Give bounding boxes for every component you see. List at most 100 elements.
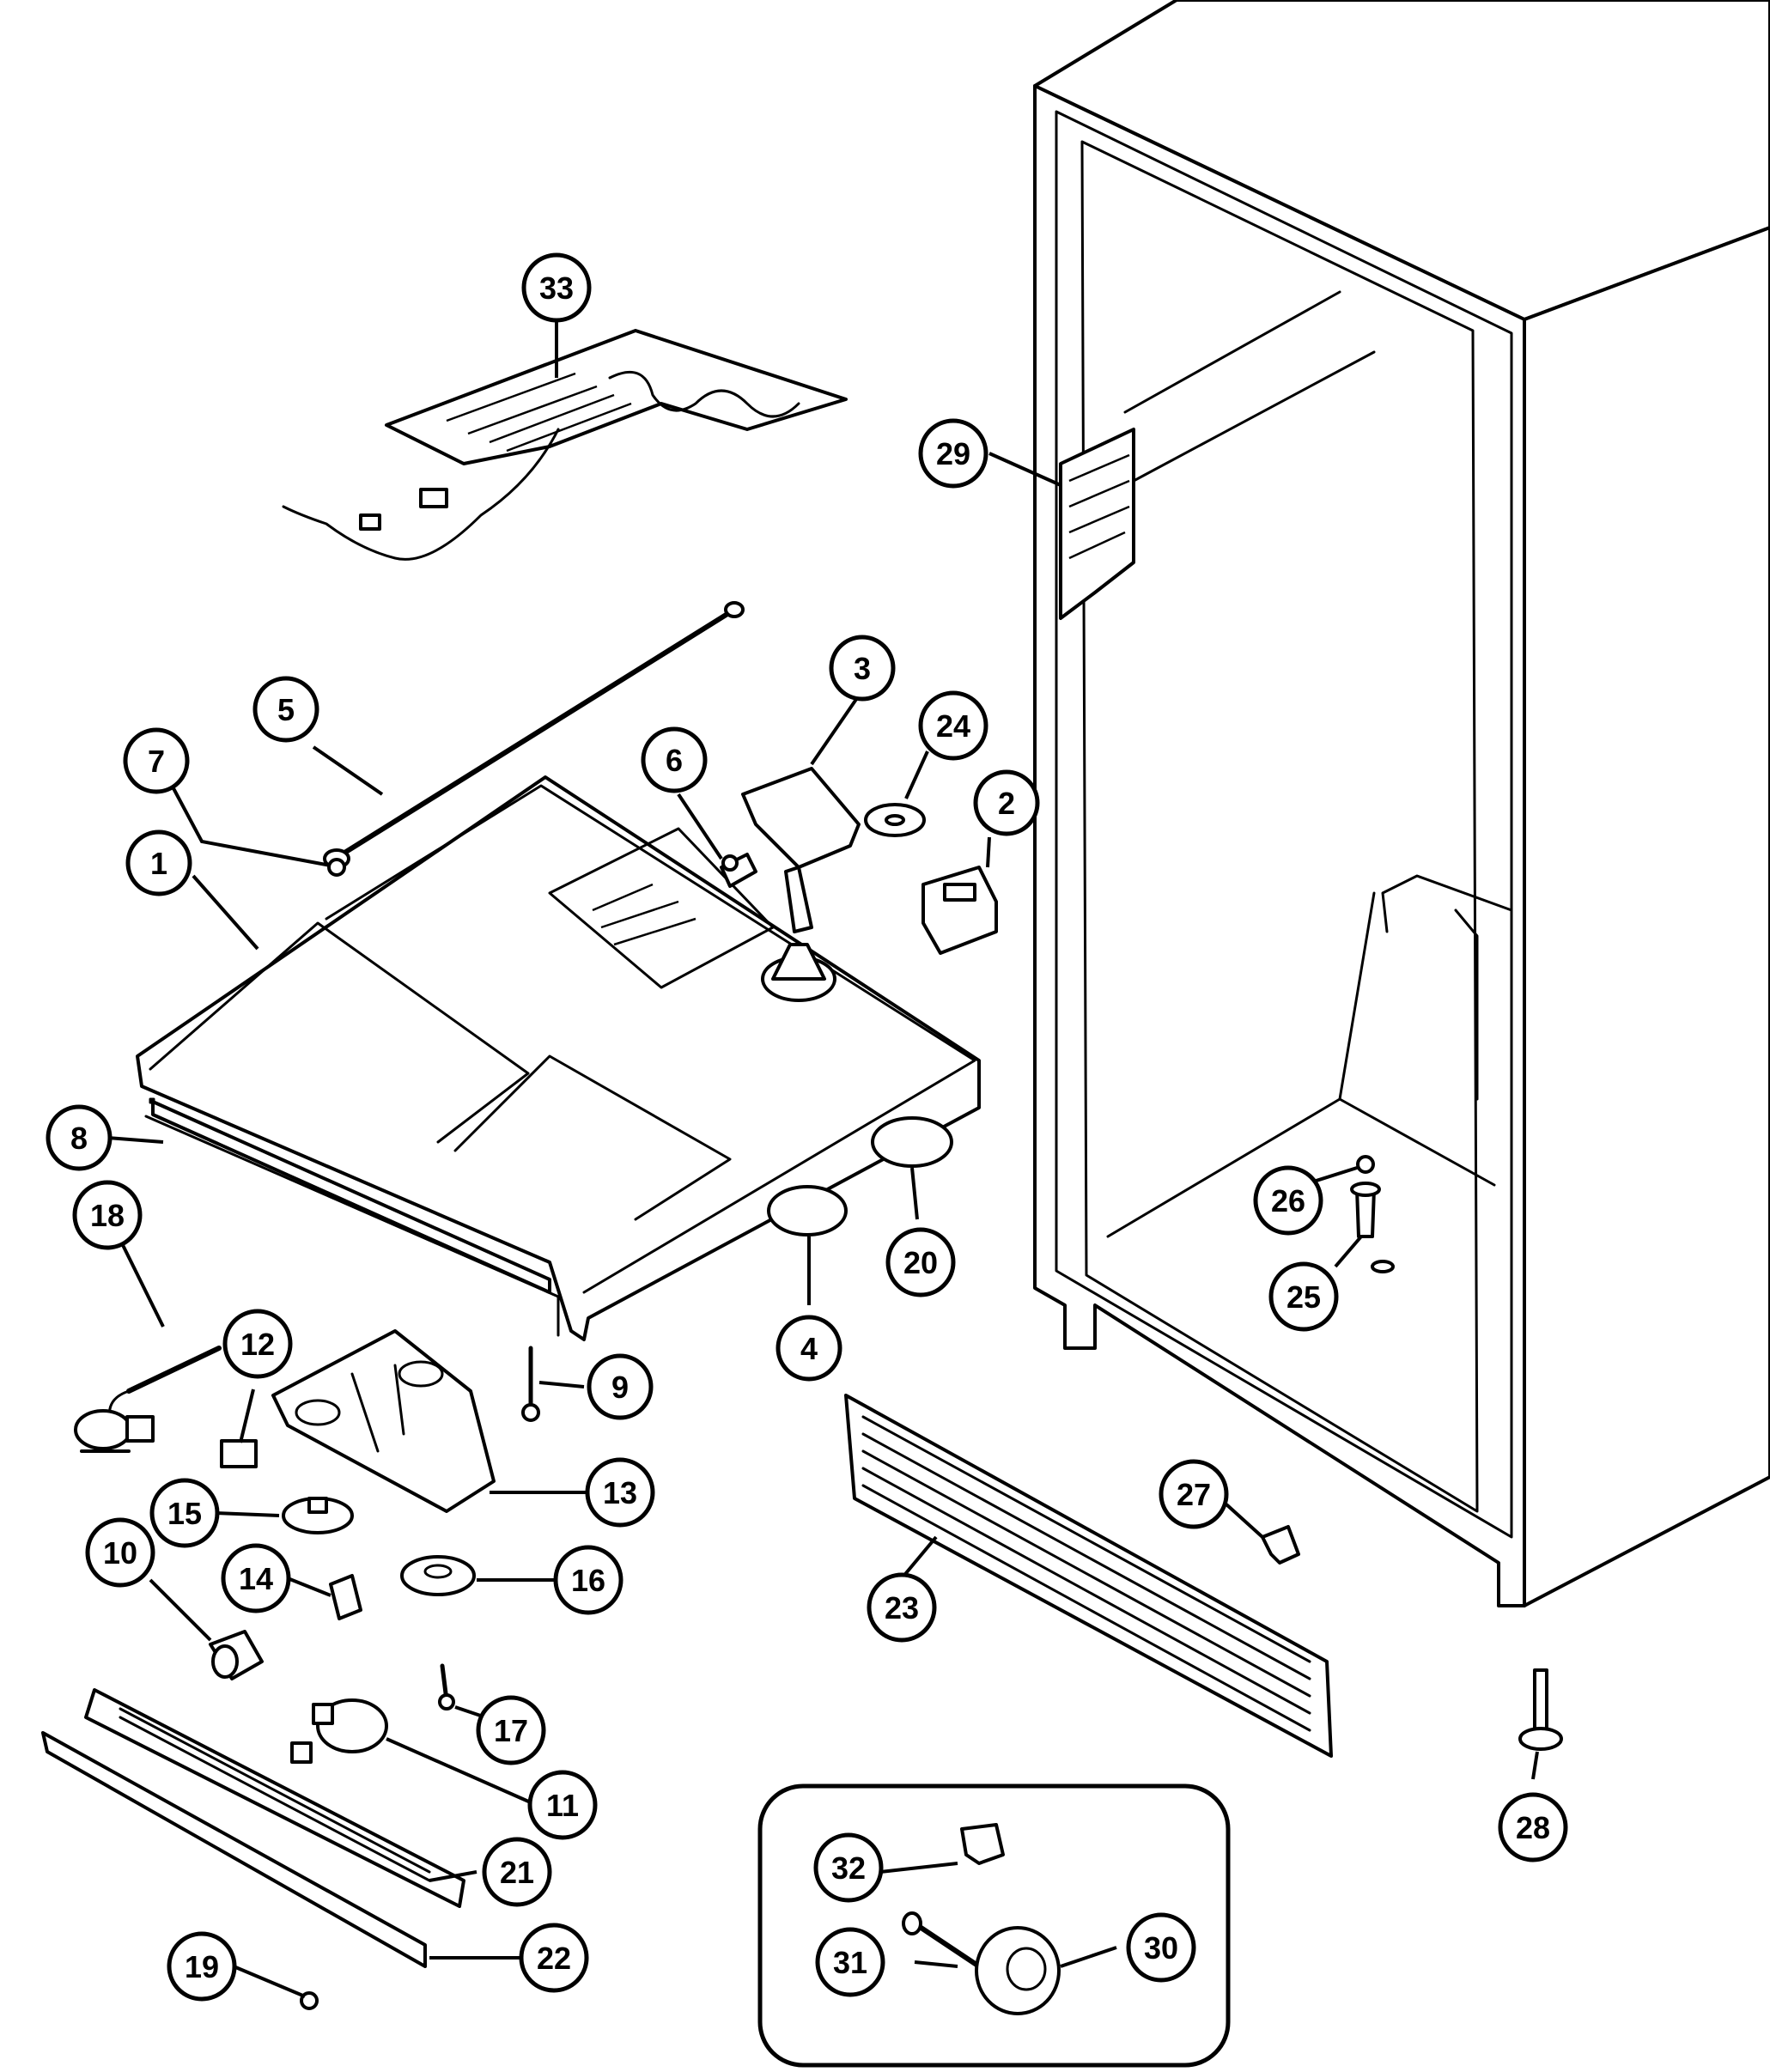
- part-33-heater-assembly: [282, 329, 848, 561]
- callout-17: 17: [476, 1695, 546, 1765]
- callout-24: 24: [918, 690, 988, 761]
- callout-2: 2: [973, 769, 1040, 836]
- callout-3: 3: [829, 635, 896, 702]
- callout-10: 10: [85, 1517, 155, 1588]
- callout-12: 12: [222, 1309, 293, 1379]
- callout-label: 8: [70, 1121, 88, 1156]
- callout-27: 27: [1159, 1459, 1229, 1529]
- callout-label: 16: [571, 1563, 605, 1598]
- callout-label: 14: [239, 1561, 273, 1596]
- callout-26: 26: [1253, 1165, 1323, 1236]
- callout-20: 20: [885, 1227, 956, 1297]
- callout-15: 15: [149, 1478, 220, 1548]
- callout-label: 18: [90, 1198, 125, 1233]
- callout-label: 19: [185, 1949, 219, 1984]
- callout-label: 1: [150, 846, 167, 881]
- part-3-damper-control: [741, 767, 861, 1002]
- callout-label: 22: [537, 1941, 571, 1976]
- callout-16: 16: [553, 1545, 623, 1615]
- callout-label: 31: [833, 1945, 867, 1980]
- part-26-screw: [1356, 1155, 1375, 1174]
- part-20-disc: [871, 1116, 953, 1168]
- callout-label: 4: [800, 1331, 818, 1366]
- callout-31: 31: [815, 1927, 885, 1997]
- callout-label: 23: [885, 1590, 919, 1625]
- callout-label: 29: [936, 436, 970, 471]
- part-22-bracket-strip: [41, 1731, 427, 1968]
- callout-label: 12: [240, 1327, 275, 1362]
- callout-18: 18: [72, 1180, 143, 1250]
- callout-32: 32: [813, 1832, 884, 1903]
- callout-label: 7: [148, 744, 165, 779]
- callout-label: 32: [831, 1850, 866, 1886]
- callout-label: 6: [666, 743, 683, 778]
- callout-8: 8: [46, 1104, 113, 1171]
- callout-label: 15: [167, 1496, 202, 1531]
- part-4-ring: [767, 1185, 848, 1237]
- part-14-clip: [329, 1574, 362, 1620]
- callout-21: 21: [482, 1837, 552, 1907]
- part-15-knob: [282, 1497, 354, 1534]
- part-31-axle: [902, 1911, 982, 1969]
- callout-14: 14: [221, 1543, 291, 1613]
- callout-label: 5: [277, 692, 295, 727]
- callout-6: 6: [641, 726, 708, 793]
- part-9-screw: [521, 1346, 540, 1422]
- part-8-trim-strip: [151, 1100, 551, 1294]
- callout-4: 4: [776, 1315, 842, 1382]
- part-29-gasket: [1059, 428, 1135, 620]
- callout-label: 28: [1516, 1810, 1550, 1845]
- callout-29: 29: [918, 418, 988, 489]
- refrigerator-cabinet: [1033, 0, 1770, 1607]
- callout-label: 27: [1177, 1477, 1211, 1512]
- callout-5: 5: [252, 676, 319, 743]
- part-18-thermostat: [74, 1346, 222, 1453]
- callout-label: 30: [1144, 1930, 1178, 1966]
- part-1-shelf-cover: [136, 775, 981, 1341]
- part-13-housing: [271, 1329, 496, 1513]
- callout-label: 17: [494, 1713, 528, 1748]
- callout-23: 23: [867, 1572, 937, 1643]
- callout-7: 7: [123, 727, 190, 794]
- part-10-socket: [209, 1630, 264, 1680]
- part-7-screw: [327, 858, 346, 877]
- part-21-heater-element: [84, 1688, 465, 1908]
- part-19-screw: [300, 1991, 319, 2010]
- part-32-clip: [960, 1823, 1005, 1865]
- part-24-washer: [864, 803, 926, 837]
- callout-label: 9: [611, 1370, 629, 1405]
- callout-label: 3: [854, 651, 871, 686]
- callout-label: 33: [539, 270, 574, 306]
- part-25-stud: [1350, 1182, 1395, 1273]
- callout-label: 2: [998, 786, 1015, 821]
- part-28-leveling-leg: [1518, 1668, 1563, 1751]
- callout-9: 9: [587, 1353, 654, 1420]
- callout-label: 11: [546, 1788, 579, 1823]
- callout-30: 30: [1126, 1912, 1196, 1983]
- callout-28: 28: [1498, 1792, 1568, 1862]
- part-2-switch: [921, 866, 998, 955]
- part-16-knob: [400, 1555, 476, 1596]
- callout-19: 19: [167, 1931, 237, 2002]
- callout-label: 21: [500, 1855, 534, 1890]
- part-17-screw: [438, 1663, 455, 1710]
- part-27-clip: [1261, 1525, 1300, 1565]
- callout-label: 26: [1271, 1183, 1305, 1218]
- callout-11: 11: [527, 1770, 598, 1840]
- part-30-wheel: [975, 1926, 1061, 2015]
- callout-label: 20: [903, 1245, 938, 1280]
- part-12-switch: [220, 1439, 258, 1468]
- callout-label: 25: [1286, 1279, 1321, 1315]
- part-23-grille: [844, 1394, 1333, 1758]
- callout-label: 13: [603, 1475, 637, 1510]
- callout-25: 25: [1268, 1261, 1339, 1332]
- callout-1: 1: [125, 829, 192, 896]
- callout-label: 24: [936, 708, 970, 744]
- callout-22: 22: [519, 1923, 589, 1993]
- callout-33: 33: [521, 252, 592, 323]
- leader-lines: [106, 318, 1539, 1998]
- callout-label: 10: [103, 1535, 137, 1571]
- part-6-bracket: [720, 853, 757, 888]
- part-11-bulb: [312, 1698, 388, 1753]
